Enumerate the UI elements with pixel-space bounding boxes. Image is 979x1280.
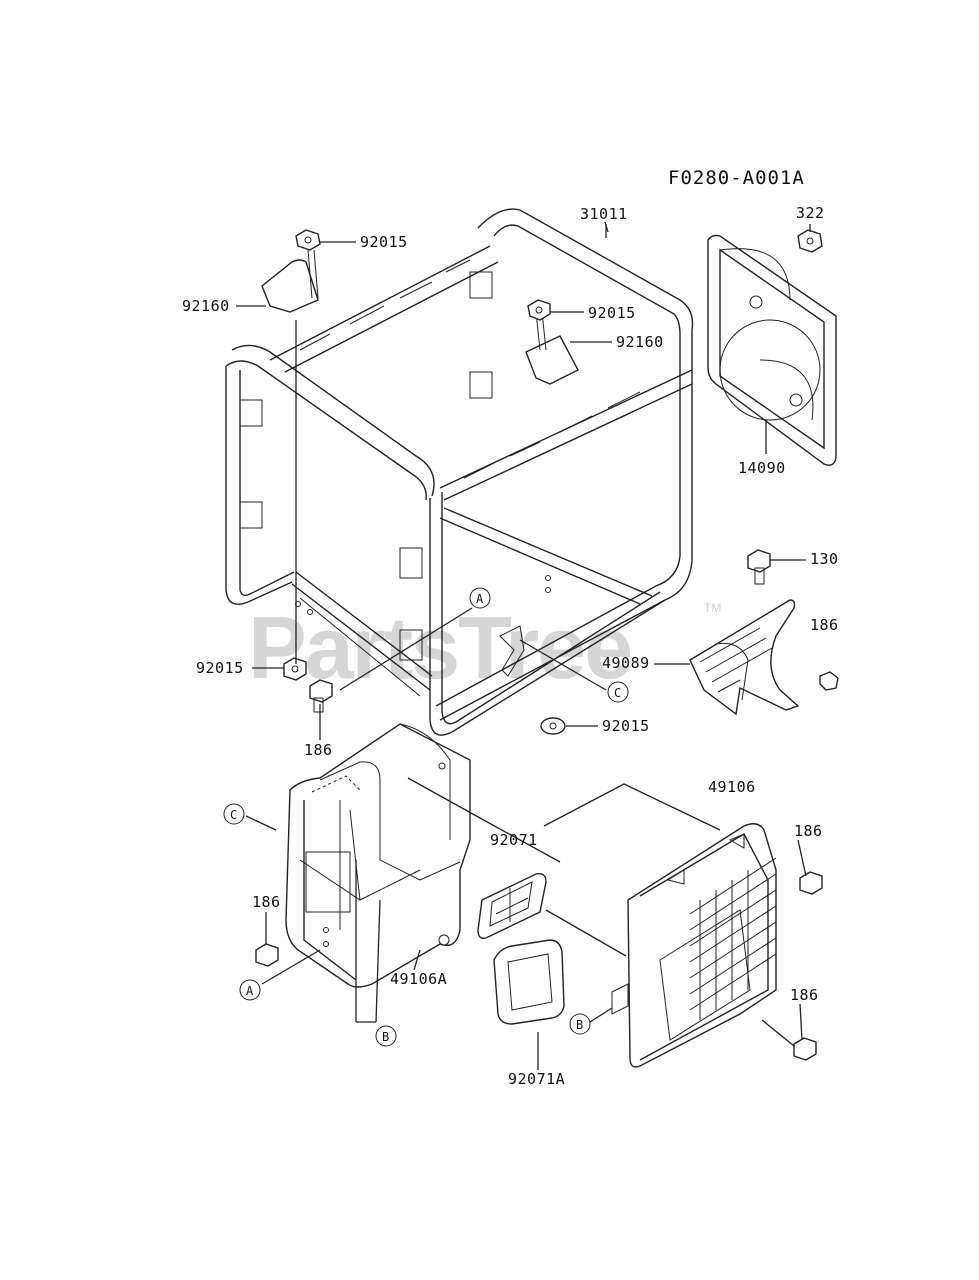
frame-31011 [225,208,694,736]
diagram-id: F0280-A001A [668,167,805,189]
nut-92015-bottom-left [283,657,307,681]
ref-c-mid: C [607,681,629,703]
cover-14090 [707,234,837,466]
bracket-92160-top [261,249,319,313]
label-322: 322 [796,204,825,222]
label-49106: 49106 [708,778,756,796]
watermark-trademark: TM [704,601,721,615]
label-92160-top-left: 92160 [182,297,230,315]
bolt-186-left-lower [255,943,279,967]
gasket-92071 [477,872,547,940]
nut-322 [797,229,823,253]
ref-b-right: B [569,1013,591,1035]
label-186-r2: 186 [790,986,819,1004]
label-92071A: 92071A [508,1070,565,1088]
label-186-right: 186 [810,616,839,634]
svg-text:B: B [576,1018,583,1032]
svg-text:A: A [476,592,484,606]
bolt-186-right-1 [799,871,823,895]
cover-49089 [689,599,800,716]
muffler-49106 [611,823,777,1068]
ref-a-left: A [239,979,261,1001]
bolt-186-left [309,679,333,713]
label-31011: 31011 [580,205,628,223]
svg-text:A: A [246,984,254,998]
label-92015-top-left: 92015 [360,233,408,251]
svg-text:B: B [382,1030,389,1044]
label-92015-bottom-left: 92015 [196,659,244,677]
ref-a-top: A [469,587,491,609]
gasket-92071A [493,939,565,1025]
leader-lines [236,221,811,1070]
svg-text:C: C [230,808,237,822]
label-130: 130 [810,550,839,568]
label-186-l2: 186 [252,893,281,911]
nut-92015-top-left [295,229,321,251]
nut-92015-bottom-mid [540,717,566,735]
label-92015-mid: 92015 [588,304,636,322]
label-14090: 14090 [738,459,786,477]
label-186-left: 186 [304,741,333,759]
bolt-130 [747,549,771,585]
bracket-small-c [499,625,525,677]
nut-92015-mid [527,299,551,321]
label-186-r1: 186 [794,822,823,840]
label-92071: 92071 [490,831,538,849]
watermark: PartsTree [248,598,631,697]
svg-text:C: C [614,686,621,700]
label-92160-mid: 92160 [616,333,664,351]
label-49089: 49089 [602,654,650,672]
bolt-186-right-upper [819,671,839,691]
label-49106A: 49106A [390,970,447,988]
label-92015-bottom-mid: 92015 [602,717,650,735]
ref-b-left: B [375,1025,397,1047]
bracket-92160-mid [525,311,579,385]
ref-c-left: C [223,803,245,825]
cover-49106A [285,723,471,988]
bolt-186-right-2 [793,1037,817,1061]
